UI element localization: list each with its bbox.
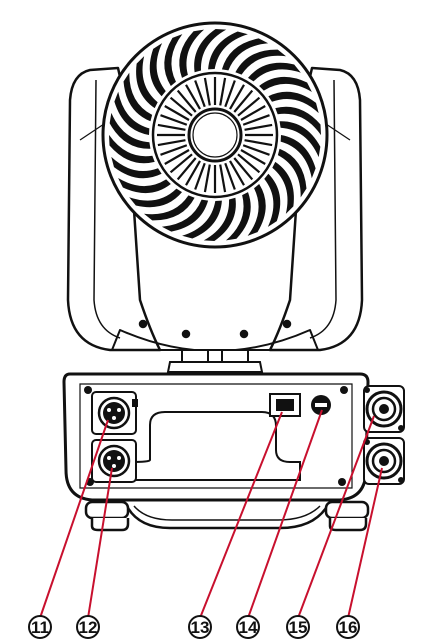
fan-blade bbox=[109, 112, 151, 149]
fan-rib bbox=[237, 153, 261, 174]
power-connector-icon bbox=[363, 437, 405, 485]
fan-blade bbox=[164, 34, 183, 86]
fan-rib bbox=[169, 153, 193, 174]
callout-13: 13 bbox=[188, 615, 212, 639]
fan-rib bbox=[242, 114, 270, 126]
callout-15: 15 bbox=[286, 615, 310, 639]
fan-blade bbox=[247, 184, 266, 236]
fan-blade bbox=[129, 188, 182, 208]
feet bbox=[84, 500, 370, 532]
leader-line-16 bbox=[347, 467, 383, 619]
leader-line-11 bbox=[39, 419, 109, 619]
callout-label: 12 bbox=[79, 618, 98, 637]
fan-rib bbox=[194, 162, 206, 190]
fan-rib bbox=[203, 77, 211, 106]
leader-line-14 bbox=[247, 409, 323, 619]
fan-blade bbox=[118, 178, 171, 194]
fan-rib bbox=[194, 80, 206, 108]
fan-blade bbox=[161, 199, 209, 232]
leader-line-13 bbox=[199, 411, 283, 619]
fan-rib bbox=[219, 77, 227, 106]
fan-blade bbox=[280, 135, 316, 179]
fan-rib bbox=[176, 157, 197, 181]
callout-14: 14 bbox=[236, 615, 260, 639]
fan-rib bbox=[242, 144, 270, 156]
fan-rib bbox=[160, 144, 188, 156]
cooling-fan-icon bbox=[109, 29, 321, 241]
fan-hub bbox=[187, 107, 243, 163]
fan-rib bbox=[185, 84, 201, 110]
callout-16: 16 bbox=[336, 615, 360, 639]
fan-rib bbox=[224, 80, 236, 108]
fan-rib bbox=[164, 149, 190, 165]
leader-line-15 bbox=[297, 415, 375, 619]
fan-rib bbox=[229, 160, 245, 186]
fan-ribs bbox=[157, 77, 273, 193]
fan-rib bbox=[229, 84, 245, 110]
fan-blade bbox=[194, 29, 227, 73]
neck bbox=[166, 349, 264, 373]
xlr-connector-icon bbox=[91, 439, 137, 483]
fan-blade bbox=[123, 72, 153, 122]
xlr-connector-icon bbox=[91, 391, 138, 435]
fuse-holder-icon bbox=[311, 395, 331, 415]
fan-blade bbox=[179, 29, 205, 78]
fan-rib bbox=[219, 164, 227, 193]
power-connector-icon bbox=[363, 385, 405, 433]
leader-line-12 bbox=[87, 467, 113, 619]
carry-handle bbox=[126, 507, 328, 530]
fan-blade bbox=[248, 62, 301, 82]
callout-label: 15 bbox=[289, 618, 308, 637]
fan-blade bbox=[221, 38, 269, 71]
yoke-base bbox=[111, 329, 319, 352]
fan-blade bbox=[264, 173, 281, 227]
head bbox=[101, 21, 329, 249]
fan-rib bbox=[240, 105, 266, 121]
fan-rib bbox=[160, 114, 188, 126]
leader-lines bbox=[39, 409, 383, 619]
fan-blade bbox=[111, 156, 162, 179]
callout-label: 14 bbox=[239, 618, 258, 637]
fan-blade bbox=[149, 43, 166, 97]
fan-rib bbox=[176, 89, 197, 113]
callout-12: 12 bbox=[76, 615, 100, 639]
fan-blade bbox=[208, 31, 248, 70]
fan-blade bbox=[203, 197, 236, 241]
fan-blade bbox=[225, 192, 251, 241]
fixture-base bbox=[62, 372, 405, 502]
fan-blade bbox=[114, 91, 150, 135]
fan-rib bbox=[224, 162, 236, 190]
fan-rib bbox=[164, 105, 190, 121]
callout-label: 16 bbox=[339, 618, 358, 637]
fan-rib bbox=[157, 139, 186, 147]
callout-11: 11 bbox=[28, 615, 52, 639]
fan-blade bbox=[279, 121, 321, 158]
fan-blade bbox=[235, 49, 287, 75]
callouts: 11 12 13 14 15 16 bbox=[28, 615, 360, 639]
fan-rib bbox=[169, 96, 193, 117]
fan-blade bbox=[109, 134, 155, 164]
fan-rib bbox=[244, 123, 273, 131]
fan-rib bbox=[233, 89, 254, 113]
fan-rib bbox=[185, 160, 201, 186]
callout-label: 13 bbox=[191, 618, 210, 637]
fan-blade bbox=[259, 76, 312, 92]
fan-rib bbox=[203, 164, 211, 193]
fan-rib bbox=[233, 157, 254, 181]
fan-blade bbox=[277, 148, 307, 198]
fan-blade bbox=[136, 56, 158, 109]
fan-rib bbox=[237, 96, 261, 117]
fan-blade bbox=[275, 106, 321, 136]
fan-blade bbox=[268, 91, 319, 114]
fan-rib bbox=[244, 139, 273, 147]
fan-blade bbox=[182, 200, 222, 239]
fan-blade bbox=[143, 195, 195, 221]
callout-label: 11 bbox=[31, 618, 49, 637]
fan-rib bbox=[240, 149, 266, 165]
fan-blade bbox=[272, 161, 294, 214]
fan-rib bbox=[157, 123, 186, 131]
power-switch-icon bbox=[269, 393, 301, 417]
